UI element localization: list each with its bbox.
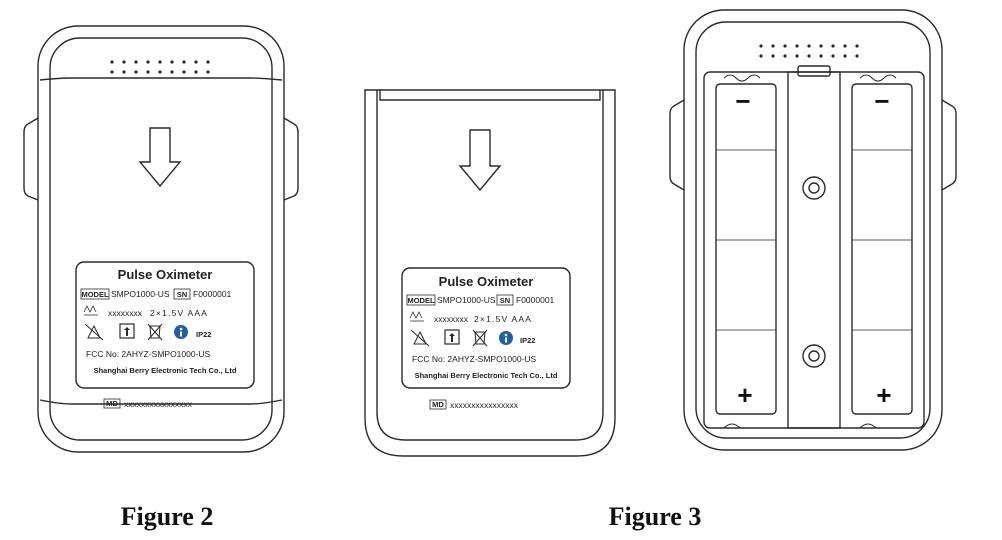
no-pacemaker-icon xyxy=(84,323,104,341)
cover-label-title: Pulse Oximeter xyxy=(439,274,534,289)
cover-label-battery-spec: 2×1.5V AAA xyxy=(474,314,532,324)
right-side-button xyxy=(283,117,299,201)
left-spring-contact xyxy=(723,74,761,82)
open-device-inner-shell xyxy=(695,21,931,439)
center-latch xyxy=(797,65,831,77)
slide-down-arrow-icon xyxy=(138,127,182,188)
label-title: Pulse Oximeter xyxy=(118,267,213,282)
figure2-caption: Figure 2 xyxy=(121,502,214,531)
bottom-contacts xyxy=(723,423,877,429)
battery-left-ribs xyxy=(716,149,776,331)
screw-bottom-icon xyxy=(802,344,826,368)
cover-label-model-value: SMPO1000-US xyxy=(437,295,496,305)
cover-follow-instructions-icon xyxy=(499,331,513,345)
figure2-label-content: Pulse Oximeter MODEL SMPO1000-US SN F000… xyxy=(80,267,237,375)
open-right-side-button xyxy=(941,99,957,191)
cover-manufacture-date-icon xyxy=(409,311,424,322)
cover-top-seam xyxy=(39,77,283,81)
cover-md-tag: MD xyxy=(432,400,444,409)
battery-left xyxy=(715,83,777,415)
manufacture-date-icon xyxy=(83,305,98,316)
right-plus-mark: + xyxy=(876,380,891,410)
figure3-md-line: MD xxxxxxxxxxxxxxxx xyxy=(429,399,519,410)
cover-weee-bin-icon xyxy=(472,329,488,347)
figure3-label-content: Pulse Oximeter MODEL SMPO1000-US SN F000… xyxy=(406,274,558,380)
figure3-open-device xyxy=(669,9,957,451)
cover-outer-edge xyxy=(364,89,616,457)
follow-instructions-icon xyxy=(174,325,188,339)
battery-right xyxy=(851,83,913,415)
label-sn-value: F0000001 xyxy=(193,289,232,299)
left-plus-mark: + xyxy=(737,380,752,410)
device-inner-shell xyxy=(49,37,273,441)
label-battery-spec: 2×1.5V AAA xyxy=(150,308,208,318)
cover-label-model-tag: MODEL xyxy=(407,296,435,305)
cover-bottom-seam xyxy=(39,399,283,405)
figure2-speaker-holes xyxy=(110,60,210,74)
cover-no-pacemaker-icon xyxy=(410,329,430,347)
battery-polarity-marks: − − + + xyxy=(735,86,891,410)
right-spring-contact xyxy=(859,74,897,82)
cover-label-sn-tag: SN xyxy=(500,296,510,305)
figure2-md-line: MD xxxxxxxxxxxxxxxx xyxy=(103,398,193,409)
cover-label-ip-rating: IP22 xyxy=(520,336,535,345)
cover-label-battery-code: xxxxxxxx xyxy=(434,314,469,324)
product-label-box xyxy=(75,261,255,389)
center-divider xyxy=(787,71,841,429)
figure2-device xyxy=(23,25,299,453)
left-minus-mark: − xyxy=(735,86,750,116)
cover-label-box xyxy=(401,267,571,389)
figure3-open-speaker-holes xyxy=(759,44,859,58)
cover-type-bf-applied-part-icon xyxy=(444,329,460,345)
battery-compartment xyxy=(703,71,925,429)
md-value: xxxxxxxxxxxxxxxx xyxy=(124,399,193,409)
battery-right-ribs xyxy=(852,149,912,331)
label-ip-rating: IP22 xyxy=(196,330,211,339)
weee-bin-icon xyxy=(147,323,163,341)
cover-inner-edge xyxy=(376,90,604,441)
md-tag: MD xyxy=(106,399,118,408)
figure3-caption: Figure 3 xyxy=(609,502,702,531)
figure3-battery-cover xyxy=(364,89,616,457)
open-left-side-button xyxy=(669,99,685,191)
cover-label-sn-value: F0000001 xyxy=(516,295,555,305)
open-device-outer-shell xyxy=(683,9,943,451)
screw-top-icon xyxy=(802,176,826,200)
label-manufacturer: Shanghai Berry Electronic Tech Co., Ltd xyxy=(94,366,237,375)
label-fcc: FCC No: 2AHYZ-SMPO1000-US xyxy=(86,349,211,359)
label-model-value: SMPO1000-US xyxy=(111,289,170,299)
cover-md-value: xxxxxxxxxxxxxxxx xyxy=(450,400,519,410)
cover-slide-arrow-icon xyxy=(458,129,502,192)
cover-label-fcc: FCC No: 2AHYZ-SMPO1000-US xyxy=(412,354,537,364)
right-minus-mark: − xyxy=(874,86,889,116)
cover-top-lip xyxy=(379,90,601,101)
label-sn-tag: SN xyxy=(177,290,187,299)
left-side-button xyxy=(23,117,39,201)
label-model-tag: MODEL xyxy=(81,290,109,299)
label-battery-code: xxxxxxxx xyxy=(108,308,143,318)
cover-label-manufacturer: Shanghai Berry Electronic Tech Co., Ltd xyxy=(415,371,558,380)
device-outer-shell xyxy=(37,25,285,453)
type-bf-applied-part-icon xyxy=(119,323,135,339)
